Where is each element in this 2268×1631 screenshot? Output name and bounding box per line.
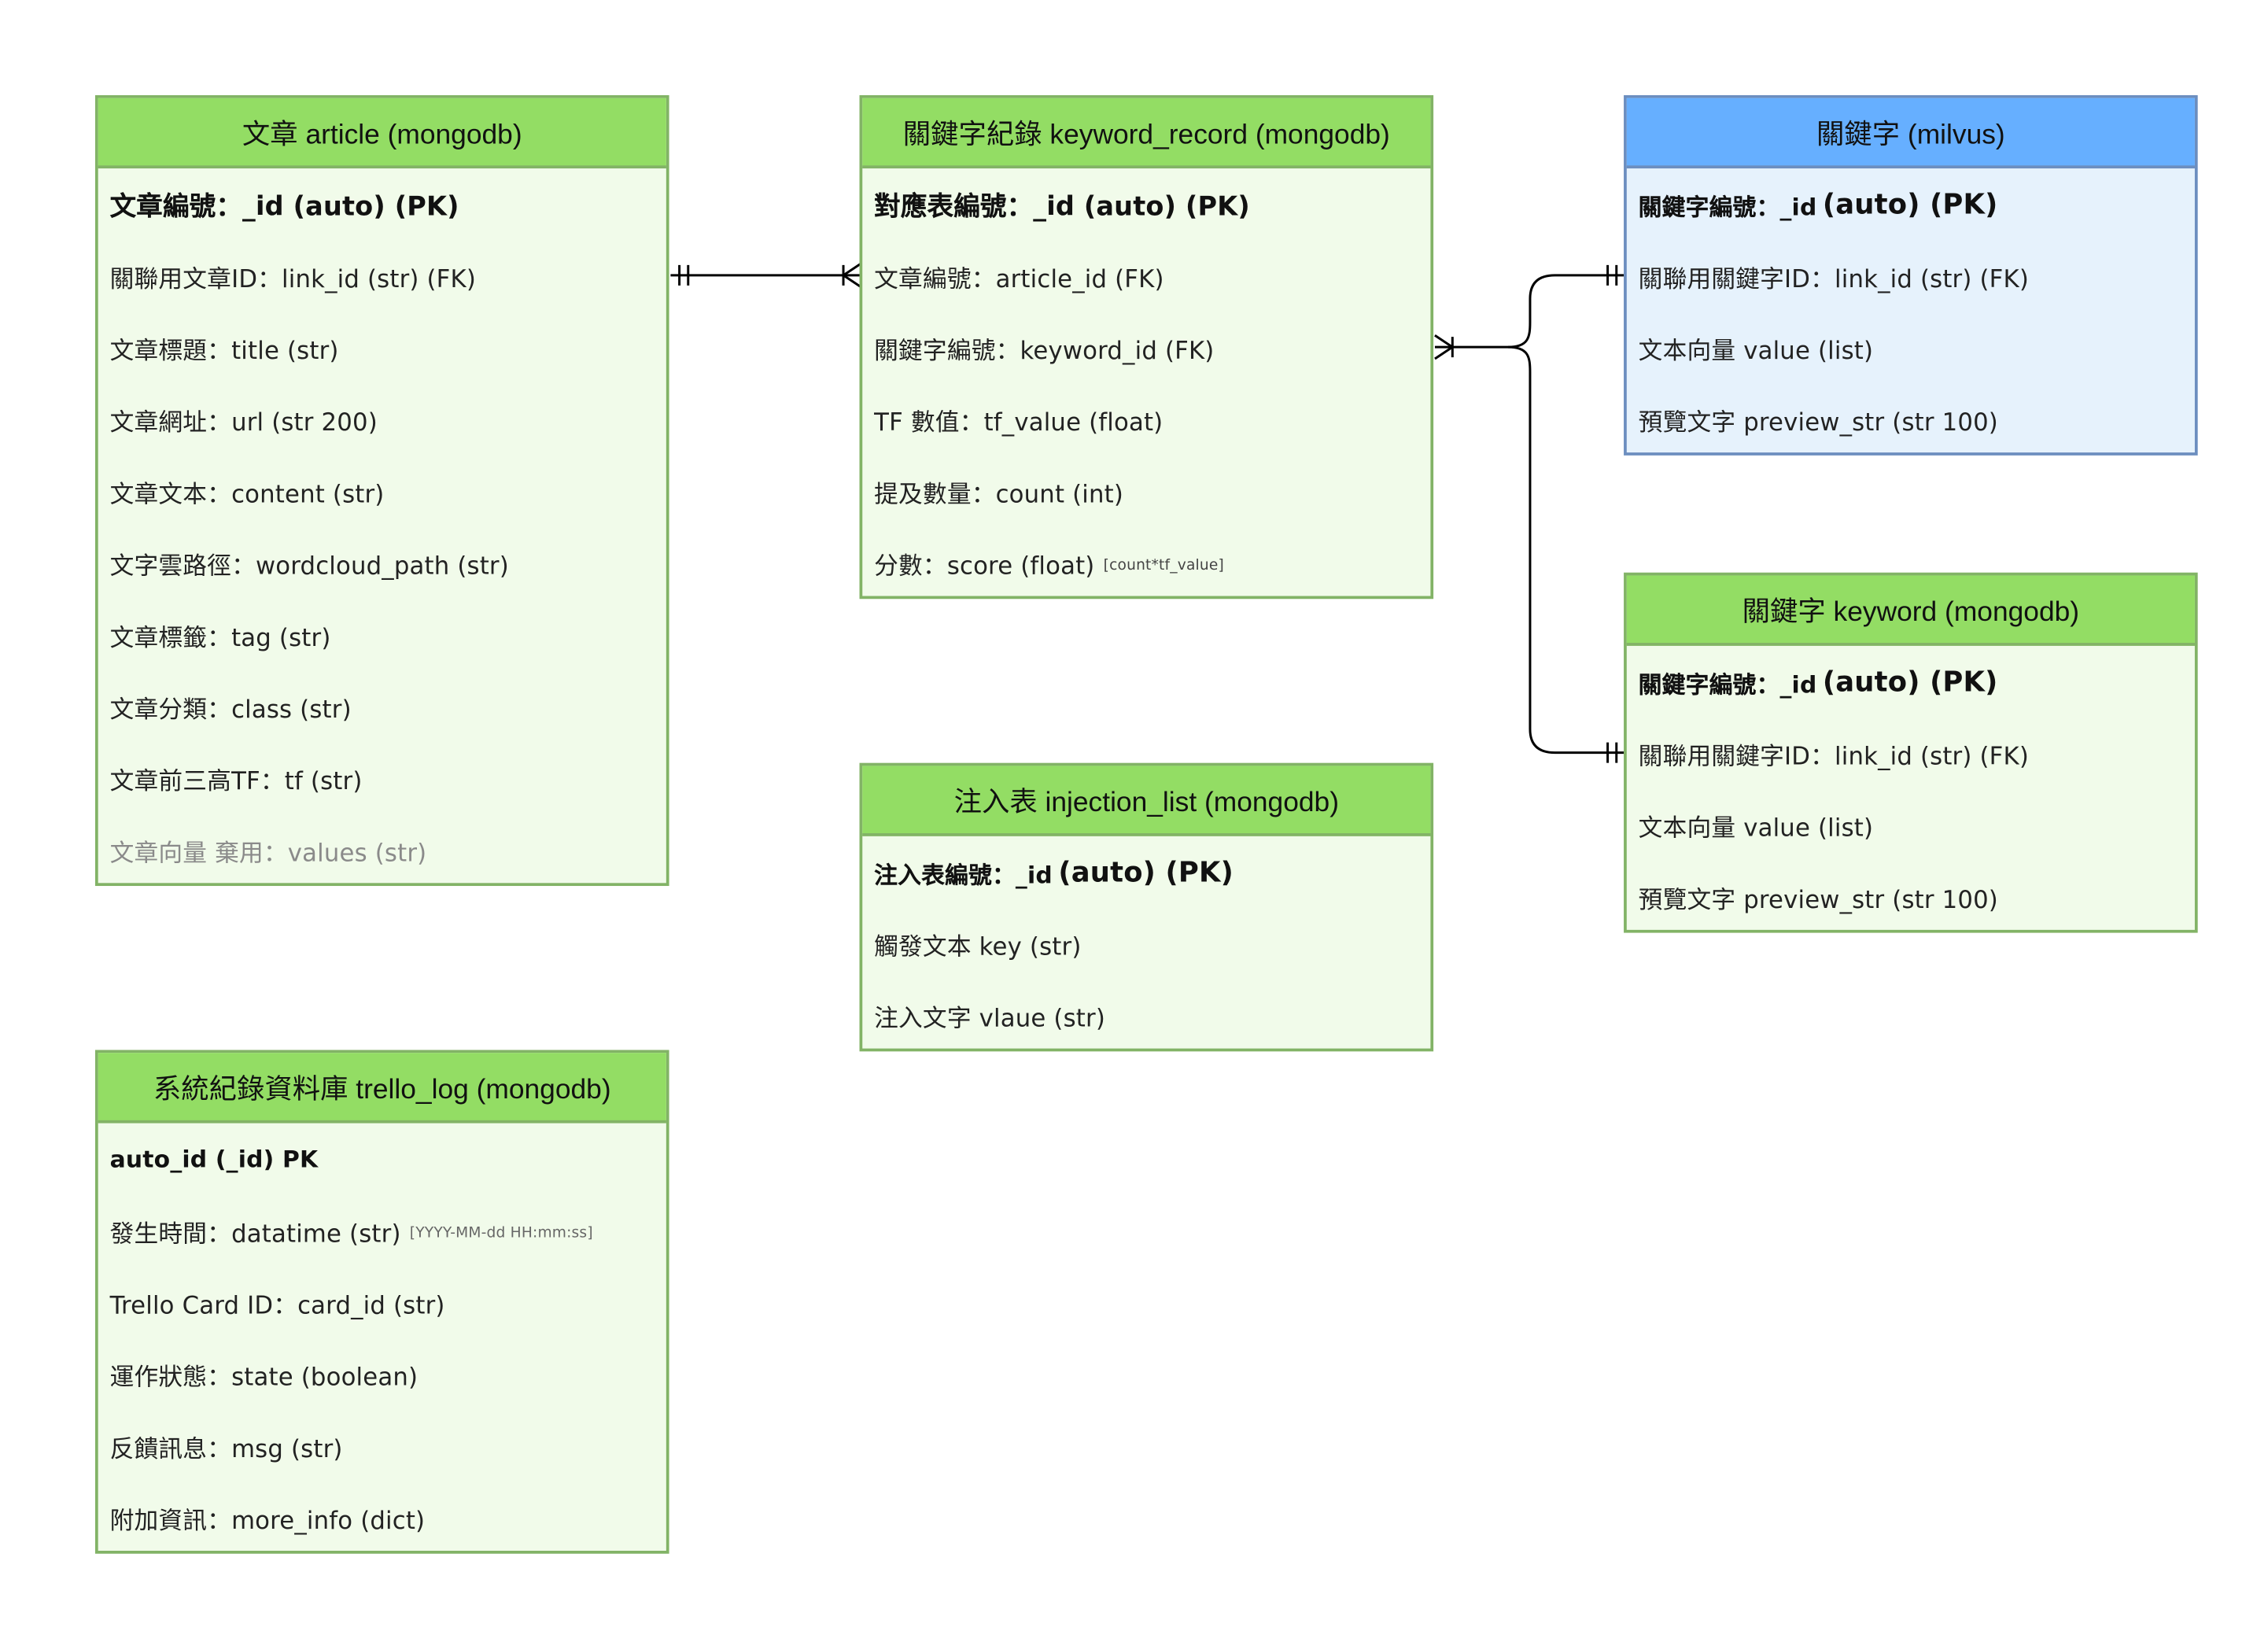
trello-log-field-state: 運作狀態：state (boolean) bbox=[109, 1362, 419, 1391]
milvus-field-id: 關鍵字編號：_id (auto) (PK) bbox=[1627, 168, 2195, 240]
injection-list-field-id: 注入表編號：_id (auto) (PK) bbox=[862, 836, 1430, 908]
milvus-field-link-id: 關聯用關鍵字ID：link_id (str) (FK) bbox=[1638, 264, 2030, 293]
keyword-record-field-score: 分數：score (float) [count*tf_value] bbox=[862, 527, 1430, 599]
connector-to-milvus bbox=[1508, 274, 1625, 349]
keyword-field-link-id: 關聯用關鍵字ID：link_id (str) (FK) bbox=[1638, 741, 2030, 770]
keyword-field-id-label: 關鍵字編號：_id bbox=[1638, 670, 1817, 698]
trello-log-datetime-note: [YYYY-MM-dd HH:mm:ss] bbox=[409, 1225, 593, 1242]
trello-log-entity-title: 系統紀錄資料庫 trello_log (mongodb) bbox=[98, 1053, 666, 1124]
keyword-field-preview-str: 預覽文字 preview_str (str 100) bbox=[1638, 885, 1998, 913]
milvus-field-preview-str: 預覽文字 preview_str (str 100) bbox=[1638, 408, 1998, 436]
injection-list-entity-title: 注入表 injection_list (mongodb) bbox=[862, 766, 1431, 836]
trello-log-datetime-label: 發生時間：datatime (str) bbox=[109, 1219, 401, 1247]
trello-log-field-more-info: 附加資訊：more_info (dict) bbox=[109, 1506, 426, 1534]
article-field-url: 文章網址：url (str 200) bbox=[109, 408, 378, 436]
keyword-record-score-label: 分數：score (float) bbox=[874, 551, 1095, 580]
trello-log-field-card-id: Trello Card ID：card_id (str) bbox=[109, 1290, 445, 1319]
keyword-record-entity[interactable]: 關鍵字紀錄 keyword_record (mongodb) 對應表編號：_id… bbox=[859, 94, 1434, 600]
keyword-field-value: 文本向量 value (list) bbox=[1638, 813, 1874, 842]
keyword-record-field-article-id: 文章編號：article_id (FK) bbox=[874, 264, 1164, 293]
article-field-class: 文章分類：class (str) bbox=[109, 695, 352, 723]
milvus-field-id-pk: (auto) (PK) bbox=[1822, 188, 1998, 221]
article-field-title: 文章標題：title (str) bbox=[109, 336, 339, 364]
injection-list-field-id-pk: (auto) (PK) bbox=[1058, 855, 1234, 888]
connector-to-keyword bbox=[1508, 345, 1625, 755]
article-field-content: 文章文本：content (str) bbox=[109, 479, 385, 507]
keyword-field-id: 關鍵字編號：_id (auto) (PK) bbox=[1627, 646, 2195, 718]
keyword-record-field-tf-value: TF 數值：tf_value (float) bbox=[874, 408, 1164, 436]
one-marker-milvus bbox=[1606, 264, 1618, 286]
article-field-link-id: 關聯用文章ID：link_id (str) (FK) bbox=[109, 264, 477, 293]
article-field-tag: 文章標籤：tag (str) bbox=[109, 622, 331, 651]
article-field-id: 文章編號：_id (auto) (PK) bbox=[109, 190, 459, 222]
keyword-field-id-pk: (auto) (PK) bbox=[1822, 665, 1998, 698]
injection-list-field-id-label: 注入表編號：_id bbox=[874, 860, 1053, 888]
trello-log-field-msg: 反饋訊息：msg (str) bbox=[109, 1434, 343, 1463]
many-marker-keyword-record-keyword bbox=[1434, 334, 1455, 360]
keyword-record-field-count: 提及數量：count (int) bbox=[874, 479, 1124, 507]
injection-list-entity[interactable]: 注入表 injection_list (mongodb) 注入表編號：_id (… bbox=[859, 762, 1434, 1052]
keyword-entity-title: 關鍵字 keyword (mongodb) bbox=[1626, 575, 2195, 646]
one-marker-article bbox=[678, 264, 690, 286]
article-field-wordcloud-path: 文字雲路徑：wordcloud_path (str) bbox=[109, 551, 509, 580]
milvus-field-id-label: 關鍵字編號：_id bbox=[1638, 192, 1817, 221]
trello-log-field-datetime: 發生時間：datatime (str) [YYYY-MM-dd HH:mm:ss… bbox=[98, 1195, 666, 1267]
one-marker-keyword bbox=[1606, 742, 1618, 763]
trello-log-field-id: auto_id (_id) PK bbox=[109, 1145, 319, 1173]
trello-log-entity[interactable]: 系統紀錄資料庫 trello_log (mongodb) auto_id (_i… bbox=[94, 1050, 669, 1554]
article-entity-title: 文章 article (mongodb) bbox=[98, 98, 666, 169]
keyword-record-field-keyword-id: 關鍵字編號：keyword_id (FK) bbox=[874, 336, 1215, 364]
keyword-entity[interactable]: 關鍵字 keyword (mongodb) 關鍵字編號：_id (auto) (… bbox=[1624, 572, 2198, 933]
article-field-values-deprecated: 文章向量 棄用：values (str) bbox=[109, 838, 427, 866]
milvus-field-value: 文本向量 value (list) bbox=[1638, 336, 1874, 364]
keyword-record-field-id: 對應表編號：_id (auto) (PK) bbox=[874, 190, 1250, 222]
injection-list-field-value: 注入文字 vlaue (str) bbox=[874, 1003, 1106, 1032]
milvus-keyword-entity-title: 關鍵字 (milvus) bbox=[1626, 98, 2195, 169]
many-marker-keyword-record-article bbox=[841, 262, 862, 289]
injection-list-field-key: 觸發文本 key (str) bbox=[874, 932, 1082, 961]
article-entity[interactable]: 文章 article (mongodb) 文章編號：_id (auto) (PK… bbox=[94, 94, 669, 887]
keyword-record-entity-title: 關鍵字紀錄 keyword_record (mongodb) bbox=[862, 98, 1431, 169]
article-field-tf: 文章前三高TF：tf (str) bbox=[109, 766, 363, 795]
milvus-keyword-entity[interactable]: 關鍵字 (milvus) 關鍵字編號：_id (auto) (PK) 關聯用關鍵… bbox=[1624, 94, 2198, 456]
keyword-record-score-note: [count*tf_value] bbox=[1103, 558, 1224, 574]
